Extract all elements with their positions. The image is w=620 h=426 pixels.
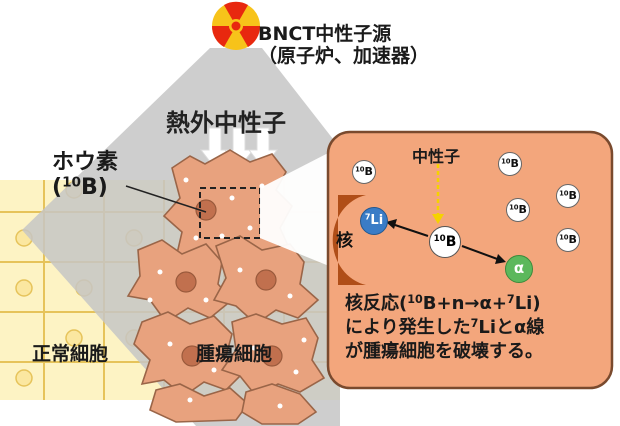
boron-atom: 10B xyxy=(498,152,522,176)
reaction-description: 核反応(10B+n→α+7Li) により発生した7Liとα線 が腫瘍細胞を破壊す… xyxy=(345,292,544,364)
source-name: BNCT中性子源 xyxy=(258,23,392,45)
epithermal-neutron-label: 熱外中性子 xyxy=(166,109,286,137)
alpha-particle: α xyxy=(505,255,533,283)
boron-atom: 10B xyxy=(556,228,580,252)
reaction-line-1: 核反応(10B+n→α+7Li) xyxy=(345,292,541,314)
source-types: （原子炉、加速器） xyxy=(258,44,430,67)
reaction-line-3: が腫瘍細胞を破壊する。 xyxy=(345,340,543,362)
lithium-particle: 7Li xyxy=(360,207,388,235)
neutron-source-label: BNCT中性子源 （原子炉、加速器） xyxy=(258,23,430,68)
boron-atom: 10B xyxy=(556,184,580,208)
inset-neutron-label: 中性子 xyxy=(412,147,461,166)
reaction-line-2: により発生した7Liとα線 xyxy=(345,316,545,338)
inset-nucleus-label: 核 xyxy=(336,231,353,251)
boron-symbol: (10B) xyxy=(52,174,108,201)
inset-panel xyxy=(326,130,614,390)
boron-label: ホウ素 (10B) xyxy=(52,150,118,201)
radiation-icon xyxy=(211,1,261,50)
boron-atom: 10B xyxy=(506,198,530,222)
normal-cell-label: 正常細胞 xyxy=(32,343,109,365)
tumor-cell-label: 腫瘍細胞 xyxy=(196,343,273,365)
boron-atom: 10B xyxy=(352,160,376,184)
target-boron-atom: 10B xyxy=(429,226,461,258)
boron-name: ホウ素 xyxy=(52,150,119,175)
